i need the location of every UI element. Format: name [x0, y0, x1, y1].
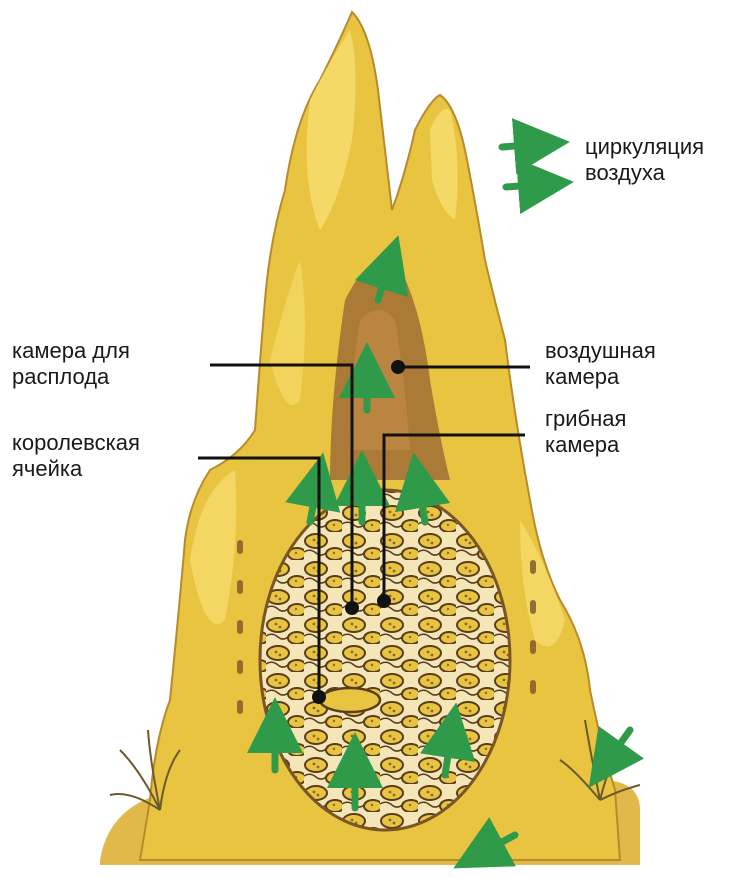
label-brood-chamber: камера для расплода [12, 338, 130, 390]
air-circulation-arrow-icon [506, 184, 546, 187]
label-fungus-chamber: грибная камера [545, 406, 626, 458]
label-air-chamber-line-1: воздушная [545, 338, 656, 364]
label-brood-chamber-line-1: камера для [12, 338, 130, 364]
air-circulation-arrow-icon [605, 730, 630, 765]
label-fungus-chamber-line-2: камера [545, 432, 626, 458]
dot-fungus-chamber [377, 594, 391, 608]
air-circulation-arrow-icon [502, 144, 542, 147]
label-royal-cell: королевская ячейка [12, 430, 140, 482]
legend-line-2: воздуха [585, 160, 704, 186]
label-brood-chamber-line-2: расплода [12, 364, 130, 390]
dot-royal-cell [312, 690, 326, 704]
label-fungus-chamber-line-1: грибная [545, 406, 626, 432]
dot-air-chamber [391, 360, 405, 374]
legend-air-circulation: циркуляция воздуха [585, 134, 704, 186]
label-royal-cell-line-2: ячейка [12, 456, 140, 482]
label-royal-cell-line-1: королевская [12, 430, 140, 456]
dot-brood-chamber [345, 601, 359, 615]
legend-arrows [502, 144, 546, 187]
label-air-chamber-line-2: камера [545, 364, 656, 390]
label-air-chamber: воздушная камера [545, 338, 656, 390]
legend-line-1: циркуляция [585, 134, 704, 160]
royal-cell [320, 688, 380, 712]
